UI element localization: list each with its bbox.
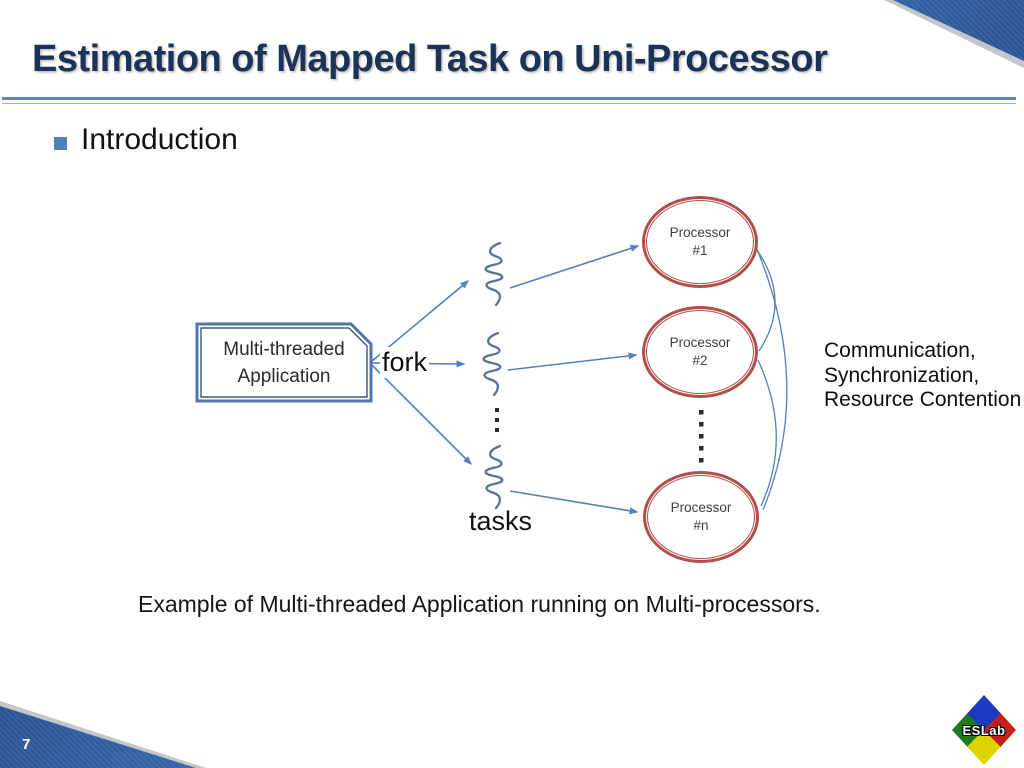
- processor-2-name: Processor: [669, 335, 731, 350]
- eslab-logo: ESLab: [952, 695, 1016, 765]
- thread-squiggle-3: [484, 444, 504, 510]
- thread-squiggle-2: [482, 331, 502, 397]
- comm-arc-p1-pn: [755, 246, 788, 511]
- processor-node-2: Processor #2: [642, 306, 758, 398]
- app-box-line2: Application: [237, 366, 331, 387]
- tasks-label: tasks: [469, 506, 533, 536]
- map-arrow-1: [509, 245, 640, 289]
- processors-ellipsis-dots: [699, 410, 704, 463]
- processor-1-name: Processor: [669, 225, 731, 240]
- map-arrow-2: [507, 352, 638, 371]
- comm-arc-p2-pn: [757, 359, 777, 507]
- slide-title: Estimation of Mapped Task on Uni-Process…: [32, 38, 828, 80]
- communication-annotation: Communication, Synchronization, Resource…: [824, 339, 1021, 413]
- tasks-ellipsis-dots: [495, 408, 499, 432]
- figure-caption: Example of Multi-threaded Application ru…: [138, 591, 821, 617]
- annotation-line2: Synchronization,: [824, 363, 980, 387]
- title-divider-blue: [2, 97, 1016, 100]
- app-box-label: Multi-threaded Application: [197, 336, 371, 390]
- eslab-logo-text: ESLab: [962, 722, 1006, 738]
- comm-arc-p1-p2: [756, 249, 776, 352]
- annotation-line3: Resource Contention: [824, 388, 1022, 411]
- processor-n-name: Processor: [670, 500, 732, 515]
- processor-node-1-label: Processor #1: [646, 200, 754, 284]
- processor-node-1: Processor #1: [642, 196, 758, 288]
- app-box-line1: Multi-threaded: [223, 339, 345, 360]
- bullet-item-introduction: Introduction: [81, 123, 238, 156]
- bullet-square-icon: [54, 137, 67, 150]
- processor-n-id: #n: [693, 518, 709, 533]
- processor-1-id: #1: [692, 243, 708, 258]
- page-number: 7: [22, 736, 31, 753]
- processor-node-2-label: Processor #2: [646, 310, 754, 394]
- thread-squiggle-1: [484, 241, 504, 307]
- processor-2-id: #2: [692, 353, 708, 368]
- fork-arrow-3: [371, 364, 473, 466]
- processor-node-n-label: Processor #n: [647, 475, 755, 559]
- annotation-line1: Communication,: [824, 339, 976, 362]
- title-divider-gray: [2, 103, 1016, 104]
- processor-node-n: Processor #n: [643, 471, 759, 563]
- fork-label: fork: [380, 347, 430, 378]
